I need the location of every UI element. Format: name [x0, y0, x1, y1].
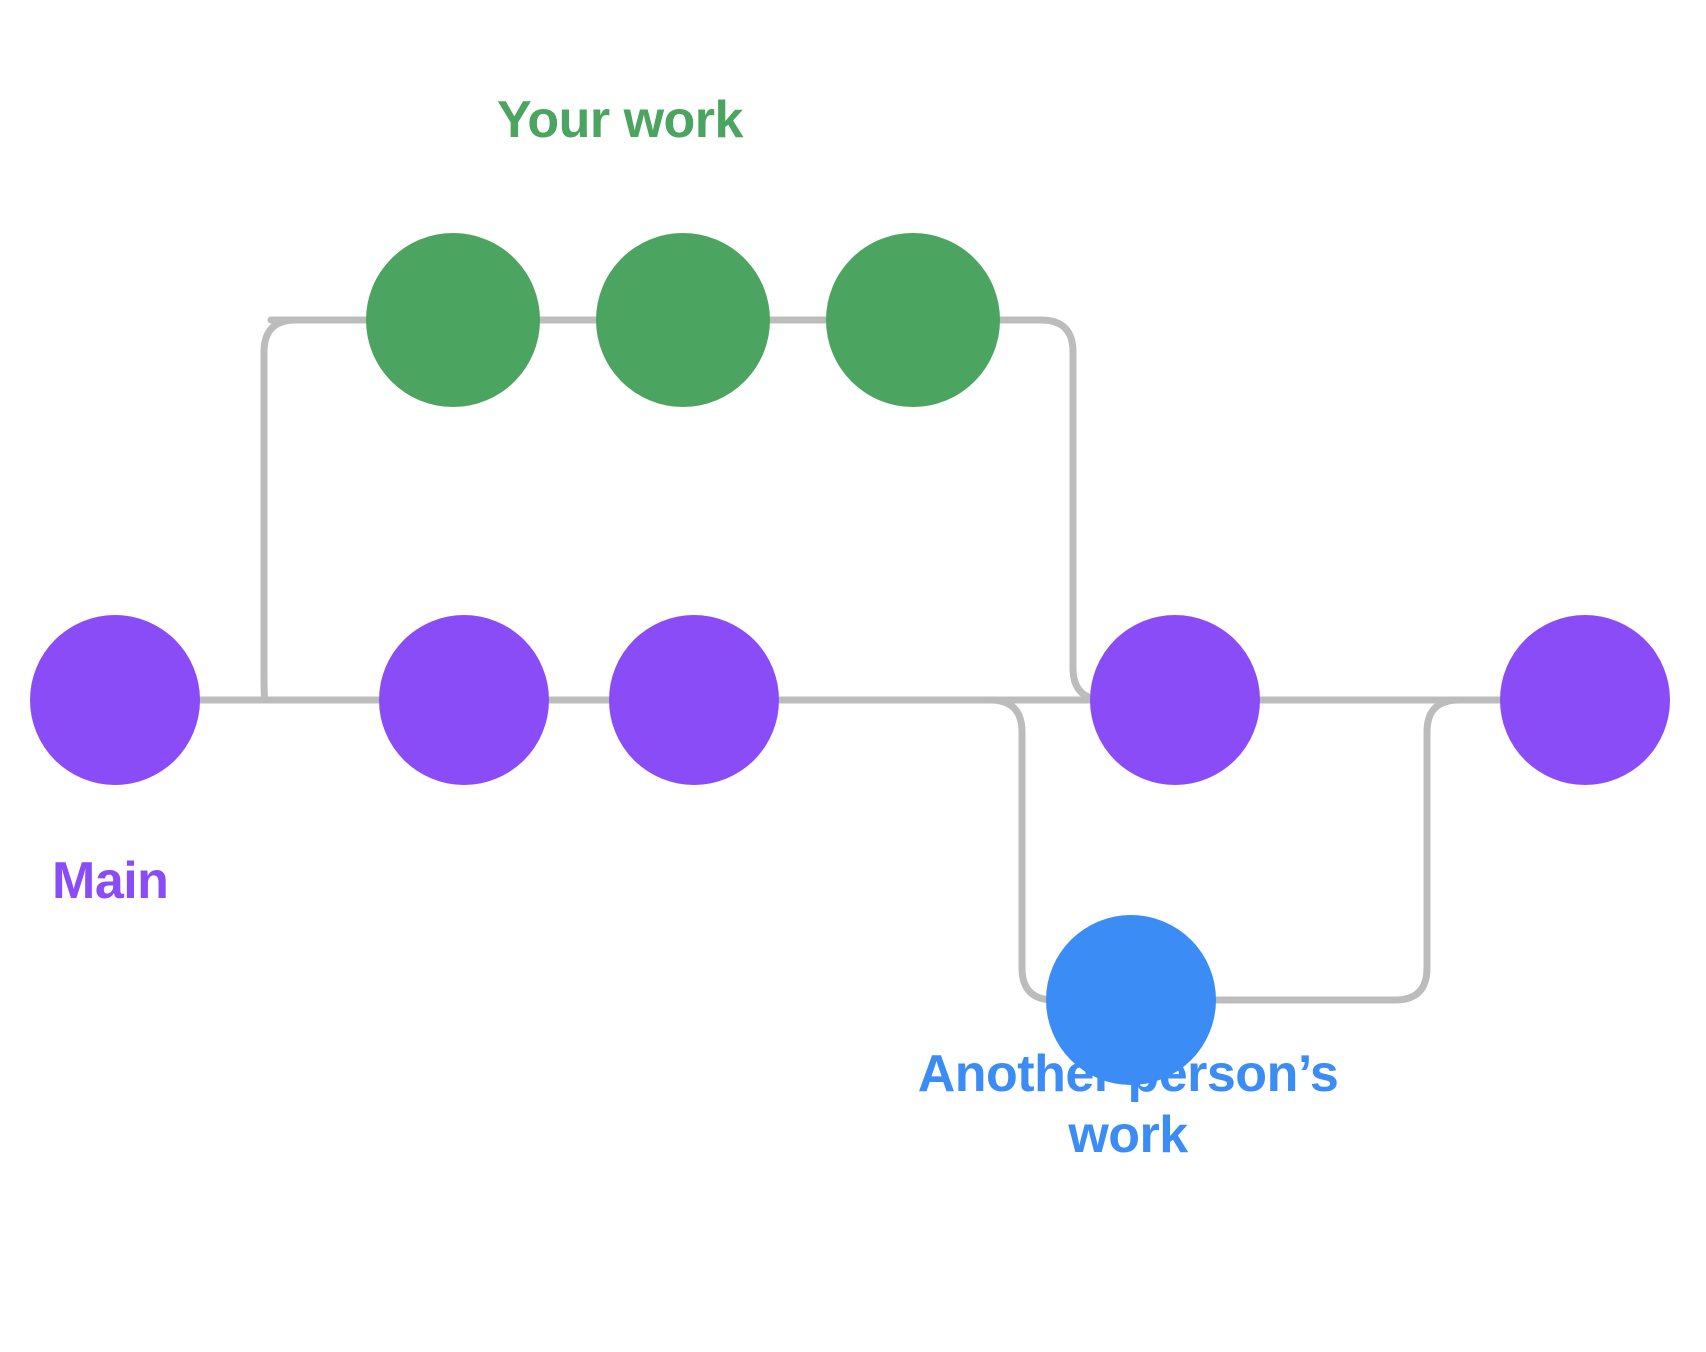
commit-node-another-person-1[interactable]: [1046, 915, 1216, 1085]
commit-nodes-your-work: [366, 233, 1000, 407]
commit-node-main-3[interactable]: [609, 615, 779, 785]
connector-merge-other-person-into-main: [1201, 696, 1504, 1004]
connector-branch-out-to-your-work: [260, 316, 344, 704]
commit-node-main-2[interactable]: [379, 615, 549, 785]
commit-nodes-another-person: [1046, 915, 1216, 1085]
commit-nodes-main: [30, 615, 1670, 785]
connector-branch-out-to-other-person: [926, 696, 1064, 1004]
commit-node-main-5[interactable]: [1500, 615, 1670, 785]
branch-label-your-work: Your work: [497, 91, 743, 149]
branch-label-another-person: Another person’s work: [917, 1045, 1339, 1165]
commit-node-your-work-3[interactable]: [826, 233, 1000, 407]
commit-node-your-work-2[interactable]: [596, 233, 770, 407]
branch-label-main: Main: [52, 852, 169, 910]
commit-node-main-1[interactable]: [30, 615, 200, 785]
commit-node-your-work-1[interactable]: [366, 233, 540, 407]
commit-node-main-4[interactable]: [1090, 615, 1260, 785]
